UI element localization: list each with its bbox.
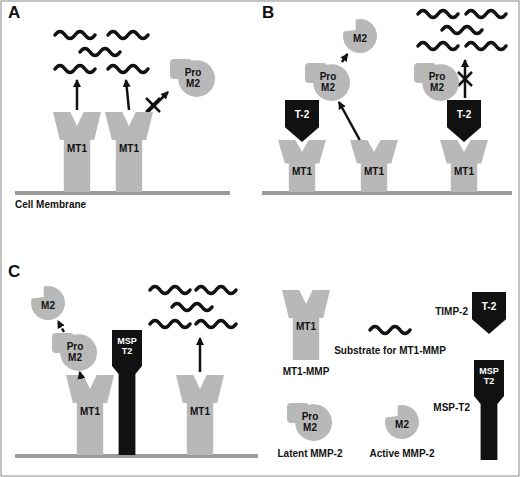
shape-label: MSP T2: [474, 366, 504, 386]
mt1-mmp-shape: MT1: [350, 140, 398, 192]
substrate: [150, 287, 236, 328]
node-outline: [285, 100, 319, 142]
shape-label: Pro M2: [424, 71, 450, 93]
panel-letter: A: [8, 3, 28, 23]
legend-text: MSP-T2: [408, 402, 470, 413]
shape-label: T-2: [447, 109, 481, 120]
latent-mmp2-shape: Pro M2: [52, 332, 98, 372]
shape-label: Pro M2: [62, 341, 88, 363]
shape-label: M2: [28, 300, 68, 311]
latent-mmp2-shape: Pro M2: [414, 62, 460, 102]
panel-letter: B: [262, 3, 282, 23]
region-label: Cell Membrane: [15, 199, 105, 210]
activation-arrow: [339, 102, 360, 140]
mt1-mmp-shape: MT1: [440, 140, 488, 192]
legend-text: TIMP-2: [408, 306, 468, 317]
mt1-mmp-shape: MT1: [105, 112, 153, 192]
panel-letter: C: [8, 262, 28, 282]
shape-label: MT1: [176, 406, 224, 417]
activation-arrow: [58, 321, 64, 332]
shape-label: Pro M2: [315, 71, 341, 93]
node-outline: [350, 140, 398, 192]
shape-label: MT1: [440, 166, 488, 177]
mt1-mmp-shape: MT1: [282, 290, 330, 360]
timp2-shape: T-2: [472, 292, 506, 334]
shape-label: MT1: [350, 166, 398, 177]
timp2-shape: T-2: [285, 100, 319, 142]
cell-membrane: [15, 454, 258, 458]
substrate: [418, 11, 506, 50]
latent-mmp2-shape: Pro M2: [170, 58, 216, 98]
substrate-sample: [370, 327, 410, 334]
shape-label: MT1: [282, 321, 330, 332]
msp-t2-shape: MSP T2: [474, 360, 504, 460]
shape-label: MT1: [278, 166, 326, 177]
node-outline: [278, 140, 326, 192]
shape-label: MT1: [105, 143, 153, 154]
timp2-shape: T-2: [447, 100, 481, 142]
activation-arrow: [79, 372, 82, 375]
cleavage-arrow: [77, 60, 465, 372]
legend-text: Active MMP-2: [352, 448, 452, 459]
shape-label: Pro M2: [180, 67, 206, 89]
shape-label: Pro M2: [297, 411, 323, 433]
legend-text: Substrate for MT1-MMP: [330, 345, 450, 356]
activation-arrow: [342, 54, 348, 62]
active-mmp2-shape: M2: [28, 285, 68, 321]
mt1-mmp-shape: MT1: [176, 375, 224, 455]
node-outline: [447, 100, 481, 142]
node-outline: [440, 140, 488, 192]
shape-label: M2: [382, 419, 422, 430]
shape-label: T-2: [472, 301, 506, 312]
shape-label: MSP T2: [112, 336, 142, 356]
mt1-mmp-shape: MT1: [66, 375, 114, 455]
node-outline: [472, 292, 506, 334]
mt1-mmp-shape: MT1: [53, 112, 101, 192]
active-mmp2-shape: M2: [382, 404, 422, 440]
legend-text: MT1-MMP: [266, 366, 346, 377]
mt1-mmp-shape: MT1: [278, 140, 326, 192]
latent-mmp2-shape: Pro M2: [305, 62, 351, 102]
legend-text: Latent MMP-2: [262, 448, 358, 459]
shape-label: T-2: [285, 109, 319, 120]
shape-label: MT1: [66, 406, 114, 417]
latent-mmp2-shape: Pro M2: [287, 402, 333, 442]
shape-label: M2: [340, 33, 380, 44]
active-mmp2-shape: M2: [340, 18, 380, 54]
shape-label: MT1: [53, 143, 101, 154]
substrate: [55, 32, 148, 73]
msp-t2-shape: MSP T2: [112, 330, 142, 455]
